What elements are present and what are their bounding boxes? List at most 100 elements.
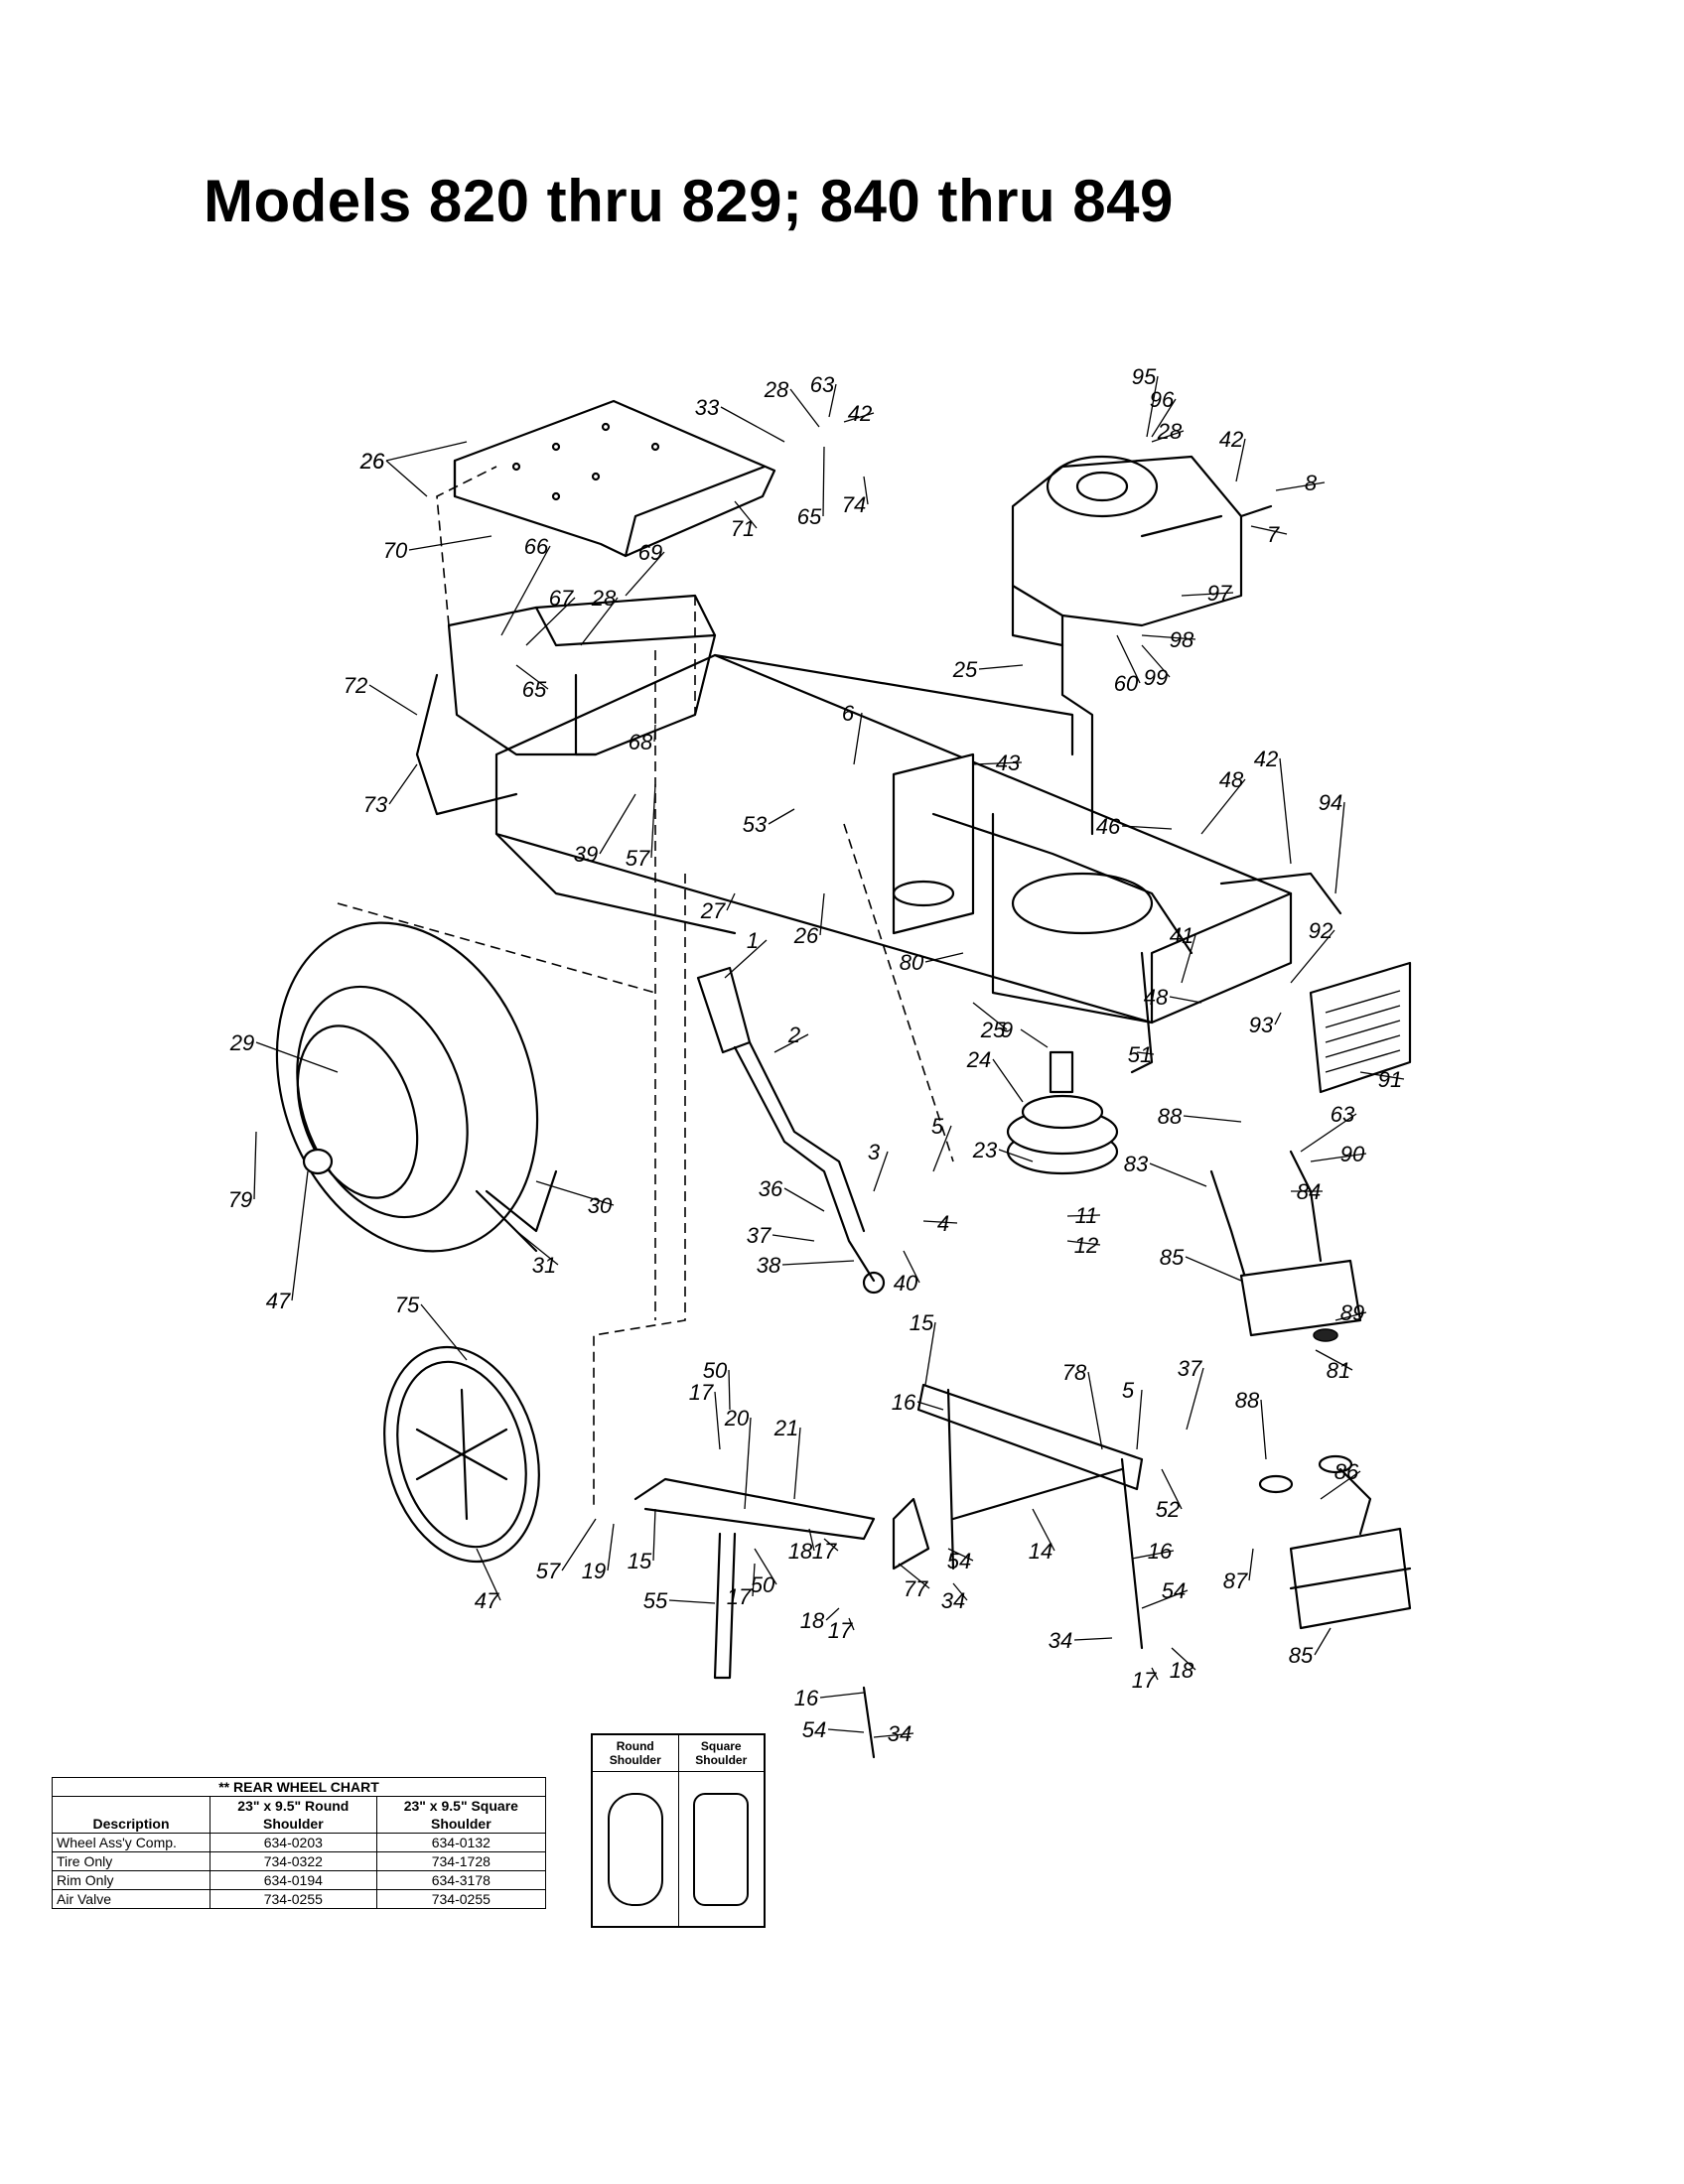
callout-leader (1073, 1637, 1113, 1641)
callout-leader (773, 1033, 809, 1053)
callout-leader (1151, 430, 1185, 443)
callout-leader (515, 664, 549, 690)
part-number-label: 5 (1122, 1378, 1135, 1403)
callout-leader (916, 1401, 944, 1411)
callout-leader (1314, 1627, 1332, 1656)
part-number-label: 97 (1207, 581, 1232, 606)
part-number-label: 38 (757, 1253, 781, 1278)
callout-leader (1131, 1550, 1175, 1560)
callout-leader (535, 1180, 615, 1206)
part-number-label: 85 (1289, 1643, 1314, 1668)
page-title: Models 820 thru 829; 840 thru 849 (204, 168, 1174, 234)
callout-leader (253, 1131, 257, 1200)
part-number-label: 96 (1150, 387, 1175, 412)
callout-leader (1260, 1399, 1267, 1460)
square-shoulder-tire-icon (693, 1792, 750, 1906)
part-number-label: 80 (900, 950, 924, 975)
callout-leader (1275, 481, 1326, 491)
lower-linkage (633, 1383, 1144, 1759)
part-number-label: 31 (532, 1253, 556, 1278)
callout-leader (291, 1170, 309, 1301)
callout-leader (924, 1321, 936, 1386)
callout-leader (848, 1617, 855, 1631)
callout-leader (1136, 1389, 1143, 1450)
part-number-label: 23 (972, 1138, 998, 1162)
part-number-label: 65 (522, 677, 547, 702)
part-number-label: 25 (980, 1018, 1006, 1042)
callout-leader (1066, 1240, 1101, 1246)
part-number-label: 24 (966, 1047, 991, 1072)
part-number-label: 91 (1378, 1067, 1402, 1092)
callout-leader (420, 1303, 468, 1361)
clutch-pedal (696, 966, 886, 1295)
part-number-label: 34 (888, 1721, 912, 1746)
callout-leader (1320, 1470, 1361, 1500)
part-number-label: 85 (1160, 1245, 1185, 1270)
row-description: Tire Only (52, 1851, 210, 1871)
part-number-label: 47 (266, 1289, 291, 1313)
part-number-label: 3 (868, 1140, 881, 1164)
callout-leader (1032, 1508, 1055, 1552)
callout-leader (1183, 1115, 1242, 1123)
callout-leader (972, 1002, 1008, 1030)
callout-leader (1310, 1153, 1367, 1162)
part-number-label: 67 (549, 586, 574, 611)
callout-leader (1185, 1256, 1242, 1282)
callout-leader (607, 1523, 615, 1571)
square-shoulder-label: Square Shoulder (678, 1735, 764, 1772)
part-number-label: 52 (1156, 1497, 1180, 1522)
callout-leader (1066, 1214, 1101, 1217)
part-number-label: 89 (1340, 1300, 1364, 1325)
part-number-label: 71 (731, 516, 755, 541)
part-number-label: 93 (1249, 1013, 1274, 1037)
part-number-label: 57 (626, 846, 650, 871)
callout-leader (728, 1369, 731, 1411)
part-number-label: 47 (475, 1588, 499, 1613)
pulley (1006, 1050, 1119, 1175)
callout-leader (972, 761, 1023, 765)
row-round: 634-0203 (210, 1833, 377, 1852)
part-number-label: 57 (536, 1559, 561, 1583)
callout-leader (653, 724, 656, 743)
callout-leader (827, 1728, 865, 1733)
seat-pan (453, 399, 776, 558)
part-number-label: 74 (842, 492, 866, 517)
part-number-label: 73 (363, 792, 388, 817)
callout-leader (1248, 1548, 1254, 1581)
callout-leader (822, 446, 825, 517)
part-number-label: 94 (1319, 790, 1342, 815)
part-number-label: 42 (1219, 427, 1243, 452)
part-number-label: 42 (848, 401, 872, 426)
callout-leader (500, 545, 551, 636)
part-number-label: 21 (773, 1416, 798, 1440)
part-number-label: 37 (747, 1223, 772, 1248)
callout-leader (1186, 1367, 1204, 1431)
callout-leader (515, 1230, 559, 1266)
callout-leader (808, 1528, 815, 1552)
part-number-label: 54 (947, 1549, 971, 1573)
part-number-label: 17 (689, 1380, 714, 1405)
part-number-label: 2 (787, 1023, 800, 1047)
callout-leader (625, 551, 665, 597)
part-number-label: 39 (574, 842, 598, 867)
callout-leader (992, 1058, 1024, 1103)
part-number-label: 17 (828, 1618, 853, 1643)
part-number-label: 28 (591, 586, 617, 611)
callout-leader (873, 1151, 889, 1192)
part-number-label: 66 (524, 534, 549, 559)
callout-leader (1020, 1028, 1049, 1048)
callout-leader (1151, 398, 1177, 438)
part-number-label: 11 (1075, 1203, 1098, 1228)
callout-leader (873, 1732, 914, 1738)
row-round: 734-0255 (210, 1889, 377, 1909)
callout-leader (724, 939, 768, 979)
callout-leader (932, 1125, 952, 1172)
part-number-label: 79 (228, 1187, 252, 1212)
main-frame (494, 653, 1342, 1074)
part-number-label: 14 (1029, 1539, 1052, 1564)
callout-leader (752, 1563, 756, 1597)
part-number-label: 18 (1170, 1658, 1194, 1683)
callout-leader (1171, 1647, 1196, 1671)
table-row: Rim Only 634-0194 634-3178 (52, 1870, 547, 1890)
